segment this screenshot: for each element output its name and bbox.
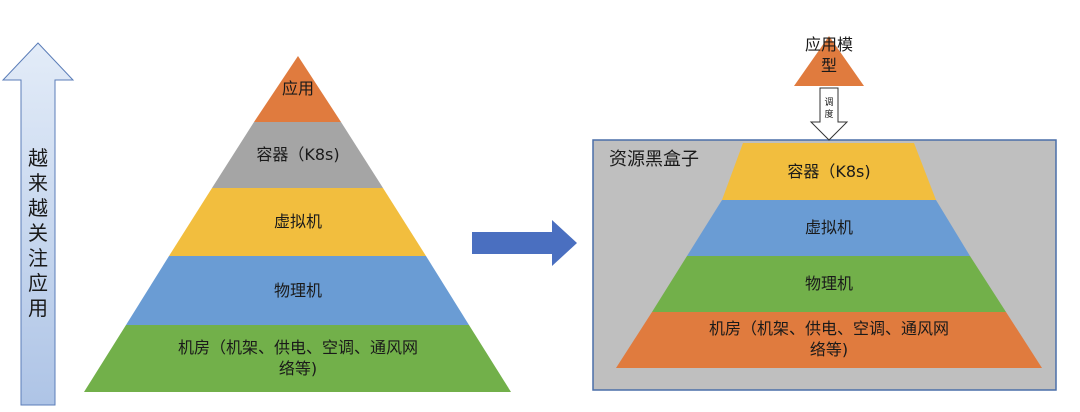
left-layer-application-label: 应用	[282, 79, 314, 98]
right-layer-datacenter-label-line2: 络等)	[810, 340, 848, 359]
right-layer-datacenter-label-line1: 机房（机架、供电、空调、通风网	[709, 319, 949, 338]
right-layer-datacenter-shape	[616, 312, 1042, 368]
attention-char-6: 应	[28, 271, 48, 295]
schedule-arrow-shape	[809, 87, 849, 141]
attention-char-1: 越	[28, 146, 48, 170]
app-model: 应用模 型	[794, 35, 864, 86]
attention-arrow: 越 来 越 关 注 应 用	[1, 42, 75, 406]
left-layer-application-shape	[254, 56, 341, 122]
left-layer-vm: 虚拟机	[169, 188, 426, 256]
attention-arrow-shape	[1, 42, 75, 406]
right-layer-datacenter: 机房（机架、供电、空调、通风网 络等)	[616, 312, 1042, 368]
left-layer-container: 容器（K8s)	[212, 122, 383, 188]
schedule-char-1: 调	[824, 97, 833, 108]
left-layer-container-label: 容器（K8s)	[256, 145, 339, 164]
left-layer-physical: 物理机	[126, 256, 469, 325]
schedule-arrow: 调 度	[809, 87, 849, 141]
schedule-char-2: 度	[824, 108, 833, 120]
right-layer-container-shape	[722, 143, 936, 200]
attention-arrow-label: 越 来 越 关 注 应 用	[28, 146, 48, 320]
attention-char-2: 来	[28, 171, 48, 195]
left-layer-datacenter-label-line1: 机房（机架、供电、空调、通风网	[178, 338, 418, 357]
app-model-shape	[794, 36, 864, 86]
transition-arrow	[472, 220, 577, 266]
app-model-label-line2: 型	[821, 56, 837, 75]
left-layer-vm-shape	[169, 188, 426, 256]
left-layer-application: 应用	[254, 56, 341, 122]
right-layer-vm-label: 虚拟机	[805, 218, 853, 237]
attention-char-3: 越	[28, 196, 48, 220]
attention-char-7: 用	[28, 296, 48, 320]
right-layer-vm-shape	[687, 200, 970, 256]
black-box-title: 资源黑盒子	[609, 149, 699, 170]
attention-char-4: 关	[28, 221, 48, 245]
app-model-label-line1: 应用模	[805, 35, 853, 54]
right-layer-physical-label: 物理机	[805, 274, 853, 293]
left-layer-container-shape	[212, 122, 383, 188]
left-pyramid: 应用 容器（K8s) 虚拟机 物理机 机房（机架、供电、空调、通风网 络等)	[84, 56, 511, 392]
right-layer-physical: 物理机	[652, 256, 1006, 312]
right-layer-vm: 虚拟机	[687, 200, 970, 256]
left-layer-physical-shape	[126, 256, 469, 325]
right-layer-physical-shape	[652, 256, 1006, 312]
attention-char-5: 注	[28, 246, 48, 270]
right-pyramid: 容器（K8s) 虚拟机 物理机 机房（机架、供电、空调、通风网 络等)	[616, 143, 1042, 368]
left-layer-physical-label: 物理机	[274, 281, 322, 300]
left-layer-datacenter-label-line2: 络等)	[279, 359, 317, 378]
right-layer-container-label: 容器（K8s)	[787, 162, 870, 181]
left-layer-vm-label: 虚拟机	[274, 212, 322, 231]
right-layer-container: 容器（K8s)	[722, 143, 936, 200]
left-layer-datacenter-shape	[84, 325, 511, 392]
left-layer-datacenter: 机房（机架、供电、空调、通风网 络等)	[84, 325, 511, 392]
